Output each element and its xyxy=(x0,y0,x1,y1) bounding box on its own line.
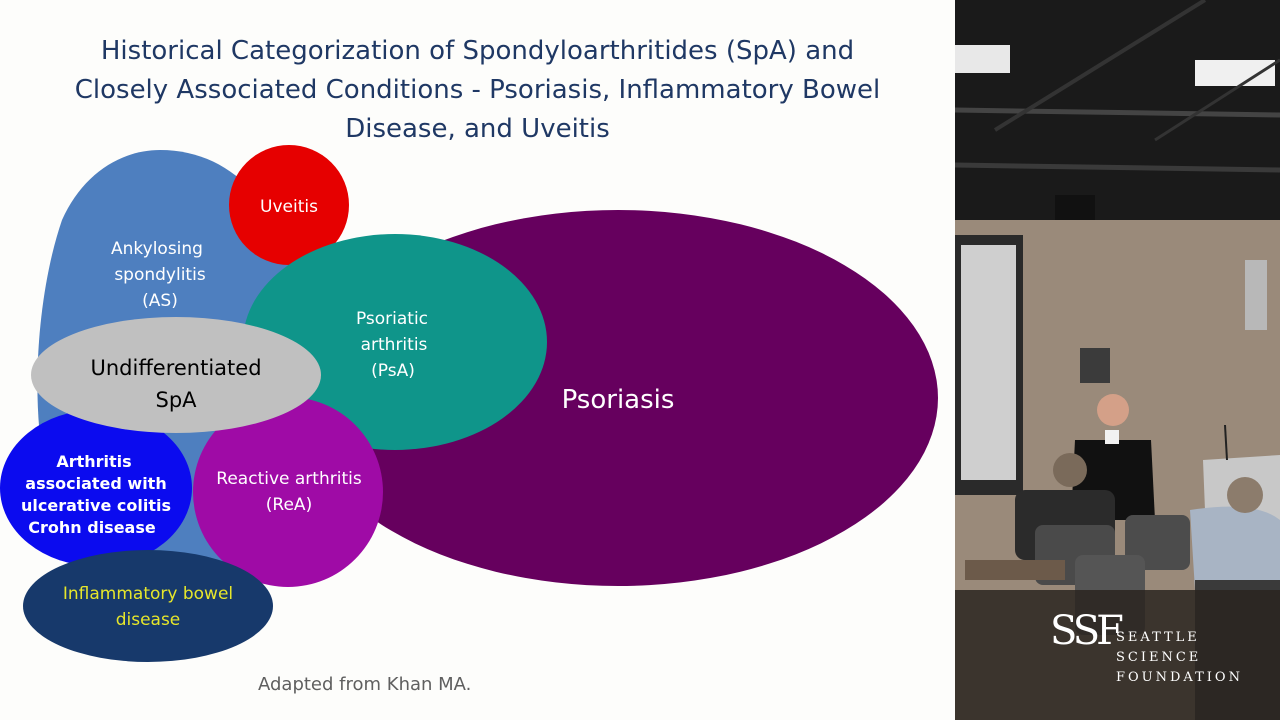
uveitis-label: Uveitis xyxy=(260,197,318,217)
speaker-video xyxy=(955,0,1280,720)
uveitis-circle xyxy=(229,145,349,265)
psoriasis-label: Psoriasis xyxy=(562,385,675,415)
psoriatic-label-2: arthritis xyxy=(361,335,428,355)
colitis-label-1: Arthritis xyxy=(56,452,131,471)
slide: Historical Categorization of Spondyloart… xyxy=(0,0,955,720)
reactive-arthritis-circle xyxy=(193,397,383,587)
colitis-crohn-ellipse xyxy=(0,410,192,566)
logo-line-2: SCIENCE xyxy=(1116,650,1202,665)
colitis-label-4: Crohn disease xyxy=(28,518,156,537)
reactive-label-2: (ReA) xyxy=(266,495,312,515)
colitis-label-3: ulcerative colitis xyxy=(21,496,171,515)
logo-line-1: SEATTLE xyxy=(1116,630,1200,645)
undifferentiated-label-2: SpA xyxy=(155,388,197,412)
slide-title: Historical Categorization of Spondyloart… xyxy=(20,32,935,149)
undifferentiated-spa-ellipse xyxy=(31,317,321,433)
title-line-2: Closely Associated Conditions - Psoriasi… xyxy=(74,75,881,105)
logo-wordmark: SEATTLE SCIENCE FOUNDATION xyxy=(1116,628,1243,688)
spa-diagram: Psoriasis Ankylosing spondylitis (AS) Uv… xyxy=(0,145,938,662)
psoriatic-label-1: Psoriatic xyxy=(356,309,428,329)
lecture-room-scene xyxy=(955,0,1280,720)
ankylosing-label-1: Ankylosing xyxy=(111,239,203,259)
reactive-label-1: Reactive arthritis xyxy=(216,469,362,489)
undifferentiated-label-1: Undifferentiated xyxy=(90,356,261,380)
psoriatic-label-3: (PsA) xyxy=(371,361,415,381)
ibd-label-2: disease xyxy=(116,610,181,630)
seattle-science-foundation-logo: SSF SEATTLE SCIENCE FOUNDATION xyxy=(1050,608,1270,692)
ibd-ellipse xyxy=(23,550,273,662)
ibd-label-1: Inflammatory bowel xyxy=(63,584,233,604)
title-line-1: Historical Categorization of Spondyloart… xyxy=(100,36,855,66)
psoriatic-arthritis-ellipse xyxy=(243,234,547,450)
colitis-label-2: associated with xyxy=(25,474,166,493)
title-line-3: Disease, and Uveitis xyxy=(345,114,610,144)
ankylosing-label-3: (AS) xyxy=(142,291,178,311)
logo-line-3: FOUNDATION xyxy=(1116,670,1243,685)
source-caption: Adapted from Khan MA. xyxy=(258,674,472,695)
ankylosing-label-2: spondylitis xyxy=(114,265,206,285)
ssf-monogram: SSF xyxy=(1050,608,1124,654)
